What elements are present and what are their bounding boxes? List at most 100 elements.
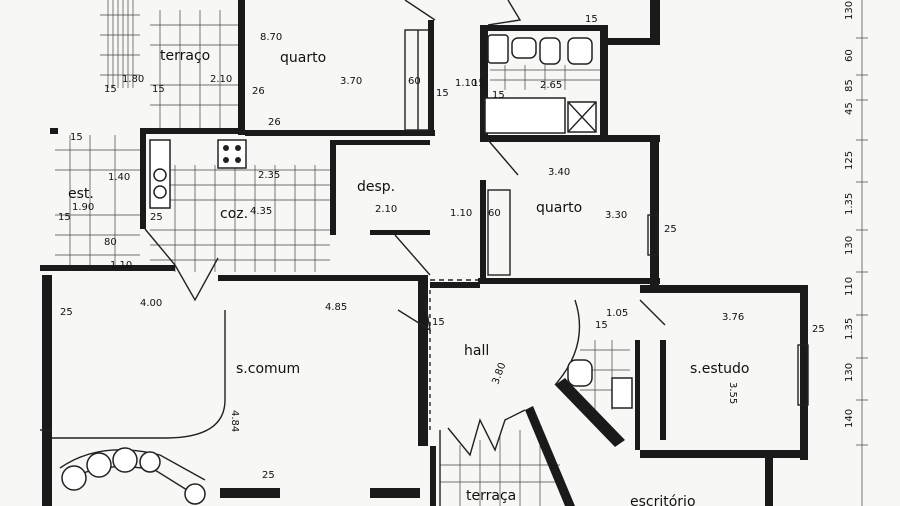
- dim-15-est2: 15: [70, 132, 83, 143]
- dim-3-40: 3.40: [548, 167, 570, 178]
- dim-3-76: 3.76: [722, 312, 744, 323]
- right-dimension-scale: [856, 0, 868, 506]
- wc-hatch: [580, 340, 630, 410]
- room-quarto-right: quarto: [536, 200, 582, 216]
- dim-3-30: 3.30: [605, 210, 627, 221]
- dim-15a: 15: [436, 88, 449, 99]
- toilet2-icon: [567, 37, 593, 65]
- terraco-bottom-hatch: [440, 430, 560, 506]
- room-labels: terraço quarto est. coz. desp. quarto s.…: [68, 48, 749, 506]
- dim-26: 26: [252, 86, 265, 97]
- dim-4-84: 4.84: [229, 410, 240, 432]
- scale-85: 85: [844, 79, 855, 92]
- dim-80-left: 80: [104, 237, 117, 248]
- door-zigzag: [447, 409, 526, 457]
- sofa-curve: [52, 310, 226, 439]
- dim-15-top-right: 15: [585, 14, 598, 25]
- dim-1-90: 1.90: [72, 202, 94, 213]
- dim-1-10-left: 1.10: [110, 260, 132, 271]
- dim-25-sc: 25: [60, 307, 73, 318]
- door-swing-bath: [487, 0, 522, 26]
- dim-1-10c: 1.10: [450, 208, 472, 219]
- dim-3-80: 3.80: [490, 361, 508, 386]
- planter-2-icon: [86, 452, 112, 478]
- room-coz: coz.: [220, 206, 248, 222]
- window-quarto: [647, 214, 659, 256]
- dim-3-55: 3.55: [727, 382, 738, 404]
- doors-and-openings: [40, 0, 809, 506]
- wc-sink-icon: [611, 377, 633, 409]
- scale-1-35: 1.35: [844, 193, 855, 215]
- scale-1-35b: 1.35: [844, 318, 855, 340]
- room-terraco-top: terraço: [160, 48, 210, 64]
- dim-25-q: 25: [664, 224, 677, 235]
- scale-45: 45: [844, 102, 855, 115]
- bidet-icon: [487, 34, 509, 64]
- room-quarto-top: quarto: [280, 50, 326, 66]
- scale-125: 125: [844, 151, 855, 170]
- dim-2-10-ter: 2.10: [210, 74, 232, 85]
- dim-15-est: 15: [58, 212, 71, 223]
- dim-15-left: 15: [104, 84, 117, 95]
- wc-toilet-icon: [567, 359, 593, 387]
- burner-icon: [223, 145, 229, 151]
- dim-2-35: 2.35: [258, 170, 280, 181]
- door-estudo: [639, 299, 666, 326]
- door-coz: [174, 257, 219, 302]
- scale-130a: 130: [844, 1, 855, 20]
- fixtures: [61, 34, 633, 505]
- door-est: [144, 228, 176, 266]
- curved-wall-wc: [554, 299, 581, 386]
- dim-15c: 15: [472, 78, 485, 89]
- dim-4-00: 4.00: [140, 298, 162, 309]
- dim-1-05: 1.05: [606, 308, 628, 319]
- dim-1-40-left: 1.40: [108, 172, 130, 183]
- planter-3-icon: [112, 447, 138, 473]
- sink-icon: [511, 37, 537, 59]
- dim-15-h1: 15: [432, 317, 445, 328]
- dimension-labels: 8.70 3.70 60 1.10 15 15 15 2.65 15 1.80 …: [58, 14, 825, 481]
- door-desp: [394, 234, 431, 276]
- dim-15-ter: 15: [152, 84, 165, 95]
- room-hall: hall: [464, 343, 489, 359]
- tile-hatching: [55, 0, 630, 506]
- coz-hatch: [150, 165, 330, 272]
- scale-130c: 130: [844, 363, 855, 382]
- est-hatch: [55, 135, 140, 265]
- wardrobe-right: [487, 189, 511, 276]
- stove-icon: [217, 139, 247, 169]
- right-scale-labels: 130 60 85 45 125 1.35 130 110 1.35 130 1…: [844, 1, 855, 428]
- scale-60: 60: [844, 49, 855, 62]
- window-estudo: [797, 344, 809, 406]
- dim-25-est: 25: [150, 212, 163, 223]
- room-terraco-bottom: terraça: [466, 488, 516, 504]
- planter-4-icon: [139, 451, 161, 473]
- dim-60c: 60: [488, 208, 501, 219]
- dim-26b: 26: [268, 117, 281, 128]
- dim-1-10a: 1.10: [455, 78, 477, 89]
- scale-140: 140: [844, 409, 855, 428]
- dim-15b: 15: [492, 90, 505, 101]
- bathtub-icon: [484, 97, 566, 134]
- room-s-estudo: s.estudo: [690, 361, 749, 377]
- dim-60: 60: [408, 76, 421, 87]
- room-est: est.: [68, 186, 94, 202]
- dim-8-70: 8.70: [260, 32, 282, 43]
- planter-5-icon: [184, 483, 206, 505]
- door-quarto-right: [487, 139, 519, 176]
- scale-130b: 130: [844, 236, 855, 255]
- dim-25-se: 25: [812, 324, 825, 335]
- scale-110: 110: [844, 277, 855, 296]
- dim-3-70: 3.70: [340, 76, 362, 87]
- room-escritorio: escritório: [630, 494, 696, 506]
- room-desp: desp.: [357, 179, 395, 195]
- dim-2-10: 2.10: [375, 204, 397, 215]
- dim-4-85: 4.85: [325, 302, 347, 313]
- door-swing-top: [404, 0, 436, 21]
- bathroom-hatch: [490, 65, 600, 90]
- walls: [40, 0, 808, 506]
- toilet-icon: [539, 37, 561, 65]
- dim-80: 1.80: [122, 74, 144, 85]
- planter-1-icon: [61, 465, 87, 491]
